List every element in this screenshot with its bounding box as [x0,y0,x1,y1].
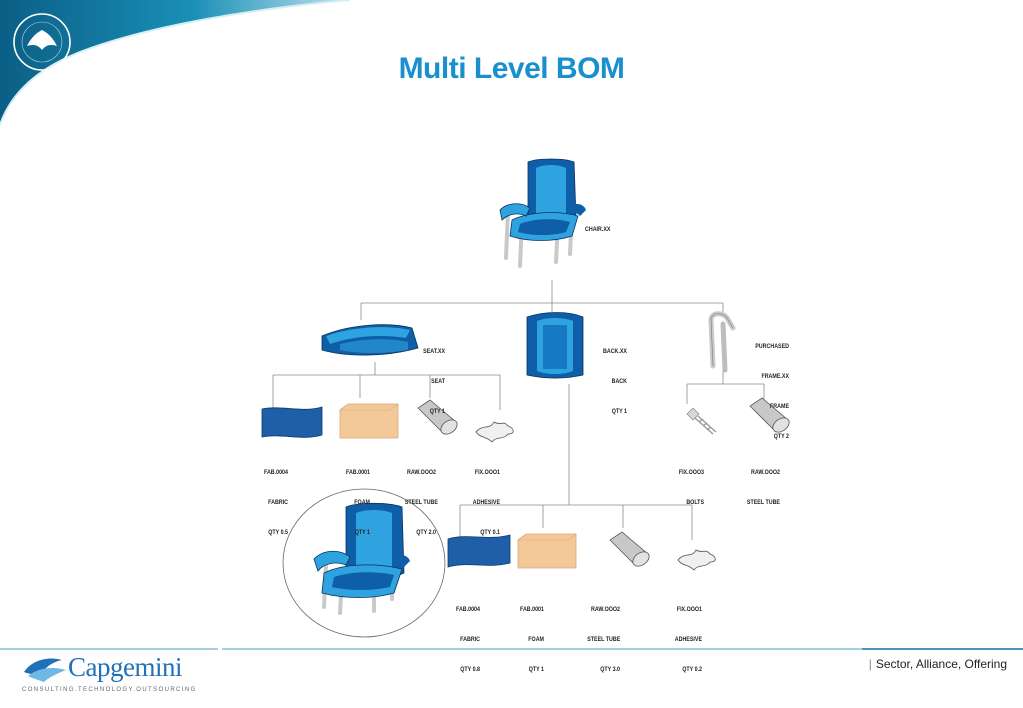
frame-icon [708,311,736,373]
foam-icon [339,403,399,439]
seat-icon [321,324,419,356]
bom-label-frame-steel: RAW.OOO2 STEEL TUBE [746,469,780,506]
page-title: Multi Level BOM [398,52,625,85]
fabric-icon [261,406,323,438]
foam-icon [517,533,577,569]
brand-tagline: CONSULTING.TECHNOLOGY.OUTSOURCING [22,687,197,693]
bom-label-seat: SEAT.XX SEAT QTY 1 [423,348,445,415]
fabric-icon [447,534,511,568]
steel-tube-icon [417,399,458,435]
bom-label-frame: PURCHASED FRAME.XX FRAME QTY 2 [755,343,789,440]
bom-label-back-steel: RAW.OOO2 STEEL TUBE QTY 3.0 [587,606,621,673]
bom-label-seat-fabric: FAB.0004 FABRIC QTY 0.5 [263,469,288,536]
footer-caption: |Sector, Alliance, Offering [869,657,1007,671]
chair-detail-zoom [282,488,446,638]
bom-label-seat-adhesive: FIX.OOO1 ADHESIVE QTY 0.1 [472,469,500,536]
bom-label-back-foam: FAB.0001 FOAM QTY 1 [519,606,544,673]
bom-label-frame-bolts: FIX.OOO3 BOLTS [678,469,704,506]
bom-label-back-adhesive: FIX.OOO1 ADHESIVE QTY 0.2 [674,606,702,673]
back-icon [526,312,584,379]
bolts-icon [686,407,717,435]
steel-tube-icon [609,531,650,567]
bom-label-seat-foam: FAB.0001 FOAM QTY 1 [345,469,370,536]
bom-label-chair: CHAIR.XX [585,226,611,233]
bom-label-back-fabric: FAB.0004 FABRIC QTY 0.8 [455,606,480,673]
adhesive-icon [677,549,716,571]
steel-tube-icon [749,397,790,433]
chair-icon [499,158,586,268]
chair-icon [313,502,410,615]
capgemini-logo-icon [24,658,66,682]
bom-label-back: BACK.XX BACK QTY 1 [603,348,627,415]
footer-text: Sector, Alliance, Offering [875,657,1007,671]
adhesive-icon [475,421,514,443]
brand-name: Capgemini [68,652,182,682]
collaborative-experience-seal-icon [13,13,71,71]
bom-label-seat-steel: RAW.OOO2 STEEL TUBE QTY 2.0 [404,469,438,536]
footer-separator: | [868,657,872,671]
